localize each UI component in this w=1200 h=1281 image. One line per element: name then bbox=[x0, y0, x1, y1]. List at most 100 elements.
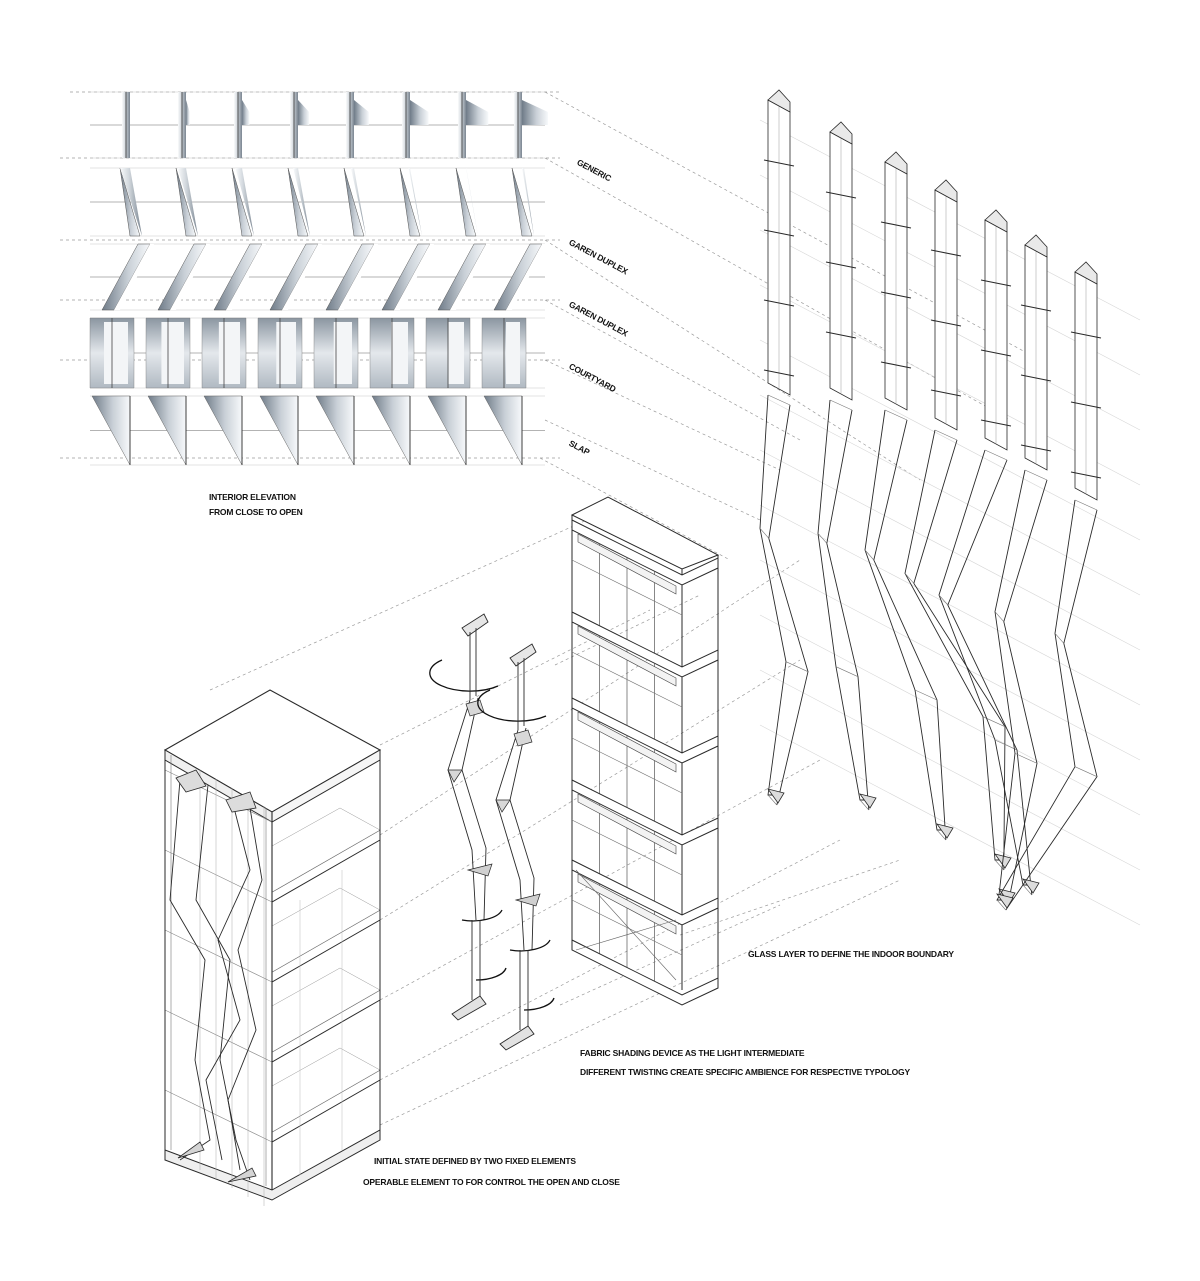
floor-line-left bbox=[164, 929, 273, 983]
glass-floor-slab bbox=[571, 779, 719, 846]
fabric-twist-edge bbox=[826, 409, 870, 811]
shade-panel bbox=[511, 167, 533, 237]
anchor-tip bbox=[996, 893, 1014, 909]
projection-line bbox=[544, 359, 781, 471]
shade-panel bbox=[450, 244, 490, 310]
anchor-tip bbox=[936, 823, 954, 839]
shade-panel bbox=[114, 244, 154, 310]
floor-slab-top bbox=[271, 807, 381, 893]
fabric-foot bbox=[451, 995, 487, 1021]
fabric-fold bbox=[936, 829, 947, 841]
fabric-fold bbox=[1024, 469, 1048, 481]
initial-caption-line1: INITIAL STATE DEFINED BY TWO FIXED ELEME… bbox=[374, 1156, 576, 1166]
glass-floor-slab bbox=[571, 611, 719, 678]
anchor-tip bbox=[1022, 878, 1040, 894]
fabric-twist-edge bbox=[938, 449, 1027, 886]
shade-panel bbox=[448, 322, 464, 384]
fabric-top-clip bbox=[225, 791, 257, 813]
fabric-fold bbox=[996, 899, 1007, 911]
fabric-twist-edge bbox=[996, 499, 1076, 901]
roof-slab bbox=[163, 689, 382, 813]
rotation-arc bbox=[477, 689, 547, 722]
floor-line-left bbox=[164, 1009, 273, 1063]
mount-bracket bbox=[930, 249, 962, 257]
fabric-twist-edge bbox=[1005, 509, 1098, 911]
floor-slab-top bbox=[271, 967, 381, 1053]
background-floor-line bbox=[759, 504, 1141, 706]
floor-slab-top bbox=[271, 887, 381, 973]
building-fabric-twist bbox=[227, 807, 263, 1171]
mount-bracket bbox=[763, 229, 795, 237]
mount-bracket bbox=[1070, 401, 1102, 409]
shade-panel bbox=[282, 244, 322, 310]
twisted-fabric-facade bbox=[759, 89, 1141, 926]
fabric-twist-edge bbox=[768, 404, 809, 806]
shade-panel bbox=[231, 167, 253, 237]
glass-top bbox=[570, 496, 720, 570]
fabric-fold bbox=[859, 799, 870, 811]
fabric-strip-cap bbox=[767, 89, 791, 113]
projection-line bbox=[554, 594, 701, 666]
mount-bracket bbox=[930, 389, 962, 397]
mount-bracket bbox=[825, 191, 857, 199]
fabric-twist-edge bbox=[904, 429, 999, 861]
fabric-fold bbox=[759, 528, 770, 539]
fabric-foot-clip bbox=[177, 1141, 205, 1159]
fabric-device-caption: FABRIC SHADING DEVICE AS THE LIGHT INTER… bbox=[580, 1044, 910, 1082]
fabric-fold bbox=[884, 409, 908, 421]
floor-slab-top bbox=[271, 1047, 381, 1133]
glass-brace bbox=[575, 869, 677, 981]
interior-elevation-strips bbox=[89, 91, 548, 466]
mount-bracket bbox=[763, 159, 795, 167]
shade-panel bbox=[293, 168, 310, 236]
shade-panel bbox=[226, 244, 266, 310]
mount-bracket bbox=[763, 299, 795, 307]
shade-panel bbox=[175, 167, 197, 237]
shade-panel bbox=[455, 167, 477, 237]
fabric-twist-edge bbox=[817, 399, 864, 801]
shade-panel bbox=[350, 168, 366, 236]
fabric-twist-edge bbox=[994, 469, 1026, 896]
interior-elevation-caption: INTERIOR ELEVATION FROM CLOSE TO OPEN bbox=[209, 490, 303, 520]
shade-panel bbox=[177, 168, 198, 236]
fabric-twist-edge bbox=[873, 419, 947, 841]
shade-panel bbox=[506, 244, 546, 310]
fabric-fold bbox=[1074, 766, 1098, 777]
mount-bracket bbox=[1070, 331, 1102, 339]
background-floor-line bbox=[759, 559, 1141, 761]
shade-panel bbox=[298, 100, 310, 125]
fabric-twist bbox=[447, 699, 477, 921]
rotation-arc bbox=[475, 967, 507, 981]
mount-bracket bbox=[880, 361, 912, 369]
shade-panel bbox=[410, 100, 429, 125]
mount-bracket bbox=[930, 319, 962, 327]
glass-transom bbox=[571, 819, 683, 876]
shade-panel bbox=[276, 322, 296, 384]
glass-layer-axonometric bbox=[570, 496, 720, 1006]
fabric-top-bracket bbox=[461, 613, 489, 637]
fabric-clip bbox=[513, 729, 533, 747]
glass-floor-slab bbox=[571, 859, 719, 926]
anchor-tip bbox=[859, 793, 877, 809]
mount-bracket bbox=[763, 369, 795, 377]
fabric-fold bbox=[994, 611, 1005, 622]
fabric-strip-cap bbox=[1074, 261, 1098, 285]
shade-panel bbox=[466, 168, 478, 236]
projection-line bbox=[544, 239, 921, 481]
shade-panel bbox=[333, 322, 352, 384]
rotation-arc bbox=[509, 939, 551, 952]
mount-bracket bbox=[1020, 444, 1052, 452]
rotation-arc bbox=[461, 909, 503, 922]
shade-panel bbox=[161, 322, 184, 384]
fabric-fold bbox=[767, 394, 791, 406]
initial-caption-line2: OPERABLE ELEMENT TO FOR CONTROL THE OPEN… bbox=[363, 1177, 620, 1187]
fabric-fold bbox=[1014, 753, 1038, 764]
projection-line bbox=[679, 859, 901, 936]
shade-panel bbox=[399, 167, 421, 237]
glass-transom bbox=[571, 651, 683, 708]
fabric-shading-axonometric bbox=[429, 613, 555, 1051]
interior-caption-line2: FROM CLOSE TO OPEN bbox=[209, 507, 303, 517]
glass-brace bbox=[575, 919, 677, 951]
fabric-fold bbox=[829, 399, 853, 411]
